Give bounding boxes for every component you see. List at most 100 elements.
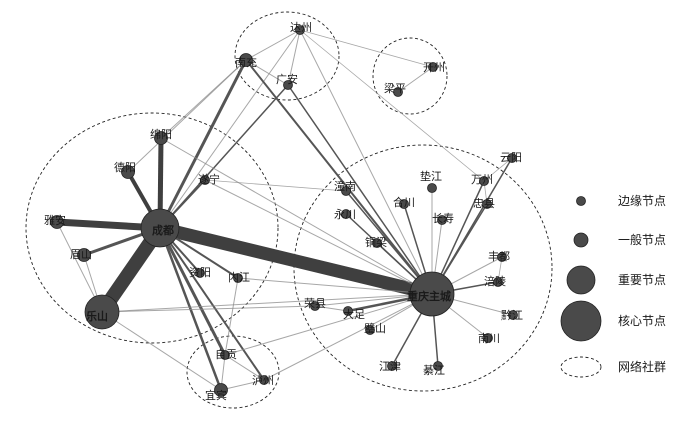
- node-qianjiang: [508, 310, 518, 320]
- node-label-ziyang: 资阳: [189, 266, 211, 279]
- edge-dazu-rongxian: [314, 305, 349, 312]
- legend-symbol-edge: [576, 196, 586, 206]
- node-label-chengdu: 成都: [152, 223, 174, 237]
- node-dianjiang: [427, 183, 437, 193]
- edge-leshan-chongqing: [101, 293, 433, 313]
- node-label-qianjiang: 黔江: [501, 308, 523, 322]
- node-hechuan: [399, 199, 409, 209]
- edge-chengdu-nanchong: [158, 59, 248, 229]
- edge-zigong-luzhou: [224, 354, 265, 381]
- edge-guangan-chongqing: [287, 84, 433, 295]
- node-mianyang: [154, 131, 168, 145]
- edge-wanzhou-yunyang: [483, 157, 513, 182]
- node-label-jiangjin: 江津: [379, 360, 401, 373]
- node-fengdu: [497, 252, 507, 262]
- node-label-liangping: 梁平: [384, 81, 406, 95]
- node-label-hechuan: 合川: [393, 195, 415, 209]
- node-yunyang: [507, 153, 517, 163]
- legend-label-general: 一般节点: [618, 232, 666, 247]
- node-label-bishan: 璧山: [364, 321, 386, 335]
- edge-dazhou-wanzhou: [299, 29, 485, 182]
- node-label-tongliang: 铜梁: [365, 235, 387, 249]
- edge-chengdu-guangan: [159, 84, 289, 229]
- edge-chongqing-neijiang: [237, 277, 433, 295]
- edge-nanchong-guangan: [245, 59, 289, 86]
- node-nanchuan: [483, 333, 493, 343]
- node-label-leshan: 乐山: [86, 309, 108, 323]
- node-chengdu: [140, 208, 180, 248]
- community-northeast: [372, 37, 448, 115]
- node-bishan: [365, 325, 375, 335]
- edge-dazhou-kaizhou: [299, 29, 434, 68]
- node-label-suining: 遂宁: [198, 172, 220, 186]
- legend-symbol-general: [573, 232, 589, 248]
- node-changshou: [437, 215, 447, 225]
- legend-symbol-important: [566, 265, 596, 295]
- node-label-yunyang: 云阳: [500, 151, 522, 164]
- node-meishan: [77, 248, 91, 262]
- edge-leshan-yibin: [101, 311, 222, 391]
- node-label-guangan: 广安: [276, 72, 298, 86]
- node-suining: [200, 175, 210, 185]
- edge-guangan-dazhou: [287, 29, 301, 86]
- legend-label-edge: 边缘节点: [618, 194, 666, 208]
- node-liangping: [393, 87, 403, 97]
- node-label-dianjiang: 垫江: [420, 169, 442, 183]
- edge-chengdu-dazhou: [159, 29, 301, 229]
- node-label-wanzhou: 万州: [471, 173, 493, 186]
- communities-layer: [25, 11, 553, 409]
- node-label-neijiang: 内江: [228, 270, 250, 284]
- node-kaizhou: [428, 62, 438, 72]
- node-neijiang: [233, 273, 243, 283]
- node-luzhou: [259, 375, 269, 385]
- edge-chengdu-chongqing: [158, 221, 434, 301]
- edge-chengdu-yibin: [158, 227, 223, 391]
- legend-symbol-community: [560, 356, 602, 378]
- legend-label-community: 网络社群: [618, 359, 666, 374]
- edge-neijiang-zigong: [224, 277, 239, 356]
- edge-kaizhou-liangping: [397, 66, 434, 93]
- legend-label-important: 重要节点: [618, 273, 666, 287]
- node-label-tongnan: 潼南: [334, 179, 356, 193]
- node-label-meishan: 眉山: [70, 248, 92, 261]
- node-fuling: [493, 277, 503, 287]
- node-chongqing: [409, 271, 455, 317]
- node-label-chongqing: 重庆主城: [407, 289, 451, 303]
- node-zigong: [220, 350, 230, 360]
- node-label-dazhou: 达州: [290, 21, 312, 34]
- node-label-dazu: 大足: [343, 307, 365, 321]
- node-label-zigong: 自贡: [215, 348, 237, 361]
- edge-chengdu-zigong: [158, 227, 227, 356]
- node-dazu: [343, 306, 353, 316]
- node-yaan: [50, 215, 64, 229]
- node-jiangjin: [387, 361, 397, 371]
- node-label-qijiang: 綦江: [423, 364, 445, 377]
- edge-leshan-rongxian: [101, 305, 316, 313]
- node-label-yongchuan: 永川: [334, 207, 356, 221]
- node-guangan: [283, 80, 293, 90]
- node-tongnan: [341, 186, 351, 196]
- node-label-kaizhou: 开州: [423, 61, 445, 74]
- node-label-fuling: 涪陵: [484, 274, 506, 288]
- node-ziyang: [195, 268, 205, 278]
- labels-layer: 成都重庆主城乐山绵阳德阳雅安眉山遂宁资阳内江荣县大足自贡宜宾泸州达州南充广安开州…: [44, 21, 523, 402]
- node-qijiang: [433, 361, 443, 371]
- node-label-yaan: 雅安: [44, 213, 66, 227]
- node-rongxian: [310, 301, 320, 311]
- edge-yibin-luzhou: [220, 379, 265, 391]
- node-label-changshou: 长寿: [432, 211, 454, 225]
- community-east: [293, 144, 553, 392]
- node-label-mianyang: 绵阳: [150, 127, 172, 141]
- node-label-deyang: 德阳: [114, 160, 136, 174]
- edge-chengdu-luzhou: [159, 227, 265, 381]
- node-wanzhou: [479, 176, 489, 186]
- community-south: [186, 335, 280, 409]
- node-label-nanchong: 南充: [235, 55, 257, 69]
- node-dazhou: [295, 25, 305, 35]
- edge-suining-tongnan: [204, 179, 347, 192]
- node-leshan: [84, 294, 120, 330]
- edge-chongqing-suining: [204, 179, 433, 295]
